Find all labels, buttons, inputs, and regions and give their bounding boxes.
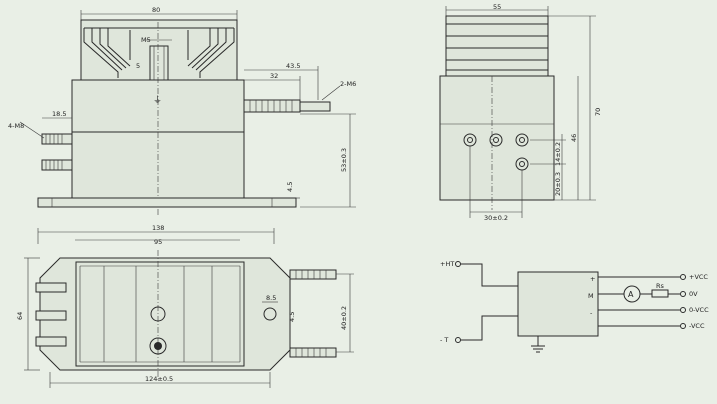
- dim-spacing-30: 30±0.2: [484, 214, 508, 222]
- dim-span-32: 32: [270, 72, 278, 80]
- dim-offset-18-5: 18.5: [52, 110, 66, 118]
- dim-top-height-64: 64: [16, 312, 24, 320]
- dim-side-height-46: 46: [570, 134, 578, 142]
- input-minus-t: - T: [440, 336, 448, 344]
- wiring-schematic: + M - +HT - T A Rs +VCC 0V 0-VCC -VCC: [440, 260, 709, 353]
- side-view: 55 70 46 14±0.2 20±0.3 30±0.2: [439, 3, 602, 222]
- front-view: 80 M5 5 ⏚ 4-M8 18: [8, 6, 356, 215]
- dim-cable-m8-left: 4-M8: [8, 122, 24, 130]
- heatsink-fins: [83, 27, 235, 78]
- dim-hole-8-5: 8.5: [266, 294, 276, 302]
- resistor-label: Rs: [656, 282, 665, 290]
- input-plus-ht: +HT: [440, 260, 454, 268]
- side-heatsink: [445, 15, 549, 77]
- dim-base-4-5: 4.5: [286, 182, 294, 192]
- pin-plus: +: [590, 275, 595, 283]
- dim-spacing-124: 124±0.5: [145, 375, 173, 383]
- dim-screw-depth: 5: [136, 62, 140, 70]
- top-heatsink: [75, 261, 245, 367]
- top-cable-glands: [35, 269, 337, 358]
- dim-top-overall-width: 138: [152, 224, 164, 232]
- dim-screw-m5: M5: [141, 36, 151, 44]
- output-0v: 0V: [689, 290, 698, 298]
- dim-pitch-14: 14±0.2: [554, 142, 562, 166]
- output-vcc-minus: -VCC: [689, 322, 705, 330]
- base-plate: [37, 197, 297, 208]
- top-view: 138 95 64 8.5 4.5 40±0.2: [16, 224, 354, 388]
- ground-icon: ⏚: [153, 95, 162, 106]
- dim-span-43-5: 43.5: [286, 62, 300, 70]
- right-cable-glands: [243, 99, 331, 113]
- pin-minus: -: [590, 309, 593, 317]
- dim-height-53: 53±0.3: [340, 148, 348, 172]
- module-block: [517, 271, 599, 337]
- pin-m: M: [588, 292, 594, 300]
- ammeter-label: A: [628, 290, 634, 299]
- dim-pitch-20: 20±0.3: [554, 172, 562, 196]
- terminal-post: [149, 45, 169, 81]
- output-vcc-plus: +VCC: [689, 273, 708, 281]
- dim-side-top-width: 55: [493, 3, 501, 11]
- dim-cable-m6-right: 2-M6: [340, 80, 356, 88]
- dim-top-height-40: 40±0.2: [340, 306, 348, 330]
- dim-top-inner-width: 95: [154, 238, 162, 246]
- output-0-vcc: 0-VCC: [689, 306, 709, 314]
- dim-front-top-width: 80: [152, 6, 160, 14]
- dim-hole-4-5: 4.5: [288, 312, 296, 322]
- dim-side-overall-height: 70: [594, 108, 602, 116]
- left-cable-glands: [41, 133, 73, 171]
- resistor-icon: [651, 289, 669, 298]
